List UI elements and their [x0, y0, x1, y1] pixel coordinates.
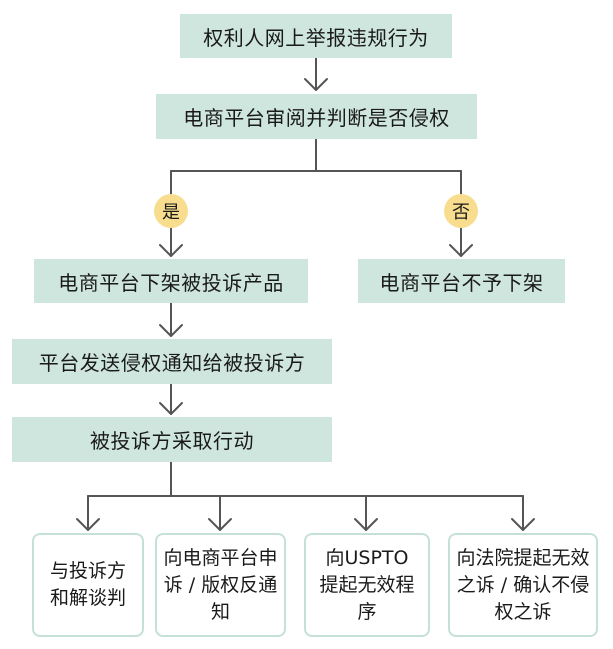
- arrowhead-option-4: [511, 518, 535, 531]
- node-notify: 平台发送侵权通知给被投诉方: [12, 339, 332, 384]
- option-court: 向法院提起无效之诉 / 确认不侵权之诉: [448, 533, 598, 637]
- node-action: 被投诉方采取行动: [12, 417, 332, 462]
- arrowhead-option-3: [354, 518, 378, 531]
- node-report: 权利人网上举报违规行为: [180, 14, 452, 58]
- node-review: 电商平台审阅并判断是否侵权: [156, 94, 477, 139]
- option-uspto: 向USPTO提起无效程序: [304, 533, 430, 637]
- arrowhead-notify: [159, 324, 183, 337]
- arrowhead-takedown: [159, 244, 183, 257]
- node-no-takedown: 电商平台不予下架: [358, 259, 565, 303]
- node-takedown: 电商平台下架被投诉产品: [34, 259, 308, 303]
- arrowhead-option-2: [208, 518, 232, 531]
- arrowhead-action: [159, 402, 183, 415]
- arrowhead-option-1: [76, 518, 100, 531]
- badge-yes: 是: [154, 194, 188, 228]
- arrowhead-no-takedown: [449, 244, 473, 257]
- option-appeal: 向电商平台申诉 / 版权反通知: [155, 533, 286, 637]
- option-negotiate: 与投诉方和解谈判: [32, 533, 144, 637]
- arrowhead-review: [304, 78, 328, 91]
- badge-no: 否: [444, 194, 478, 228]
